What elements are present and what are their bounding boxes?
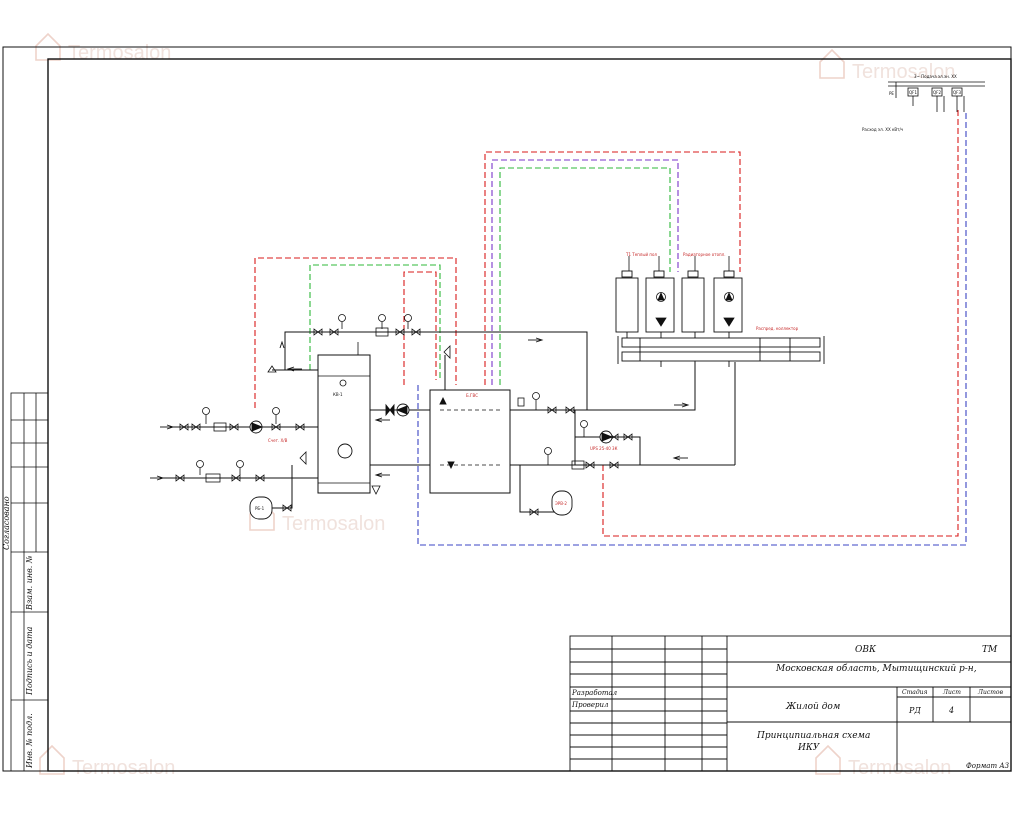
side-stamp-inv-repl: Взам. инв. № — [25, 556, 34, 611]
boiler — [317, 342, 371, 494]
blue-lines — [417, 112, 967, 546]
title-checked: Проверил — [571, 701, 608, 709]
expansion-vessel-left — [249, 496, 273, 520]
supply-lines — [254, 108, 959, 537]
valves — [175, 314, 633, 516]
piping — [160, 331, 736, 513]
breaker-qf3: QF3 — [953, 90, 961, 95]
electrical-pe: РЕ — [889, 91, 894, 96]
exp-vessel-left-tag: РБ-1 — [255, 506, 265, 511]
watermark-text: Termosalon — [848, 757, 951, 779]
watermark-text: Termosalon — [68, 42, 171, 64]
storage-tank — [429, 389, 511, 494]
boiler-tag: КВ-1 — [333, 392, 343, 397]
flow-arrows — [150, 337, 690, 481]
title-block — [569, 635, 1012, 772]
watermark-top-right: Termosalon — [819, 48, 955, 83]
collector-label: Распред. коллектор — [756, 326, 799, 331]
circuit-1-label: Т1 Теплый пол — [625, 252, 657, 257]
side-stamp-sign-date: Подпись и дата — [25, 626, 34, 696]
side-stamp-inv-orig: Инв. № подл. — [25, 713, 34, 769]
title-stage: РД — [908, 706, 921, 715]
side-stamp-agreed: Согласовано — [2, 496, 11, 550]
title-developed: Разработал — [571, 689, 617, 697]
title-format: Формат А3 — [966, 762, 1010, 770]
watermark-text: Termosalon — [72, 757, 175, 779]
distribution-modules — [615, 270, 743, 333]
title-sheet: 4 — [948, 706, 954, 715]
electrical-panel — [888, 81, 985, 112]
electrical-supply-label: 3~ Подача эл.эн. ХХ — [914, 74, 957, 79]
power-calc-label: Расход эл. ХХ кВт/ч — [862, 127, 903, 132]
watermark-bottom-left: Termosalon — [39, 744, 175, 779]
side-stamp — [10, 392, 49, 772]
circuit-2-label: Радиаторное отопл. — [683, 252, 725, 257]
title-mark: ТМ — [982, 645, 998, 655]
breaker-qf1: QF1 — [909, 90, 917, 95]
watermark-text: Termosalon — [282, 513, 385, 535]
collector — [617, 332, 825, 367]
breaker-qf2: QF2 — [933, 90, 941, 95]
return-lines — [491, 159, 679, 385]
exp-vessel-right-tag: ЭРВ-2 — [555, 501, 567, 506]
expansion-vessel-right — [551, 490, 573, 516]
title-sheet-header: Лист — [942, 689, 961, 696]
title-drawing-line1: Принципиальная схема — [756, 731, 870, 741]
watermark-house-icon — [39, 744, 65, 775]
watermark-house-icon — [819, 48, 845, 79]
module-pumps — [628, 256, 735, 327]
title-address: Московская область, Мытищинский р-н, — [775, 663, 977, 674]
meter-tag: Счет. Х/В — [268, 438, 288, 443]
tank-tag: Б.ГВС — [466, 393, 478, 398]
pump-tag-right: UPS 25-40 3К — [590, 446, 618, 451]
title-stage-header: Стадия — [902, 689, 928, 696]
title-drawing-line2: ИКУ — [797, 743, 821, 753]
title-company: ОВК — [855, 645, 877, 655]
watermark-text: Termosalon — [852, 61, 955, 83]
title-sheets-header: Листов — [977, 689, 1004, 696]
pumps — [249, 396, 614, 470]
watermark-house-icon — [35, 32, 61, 61]
watermark-bottom-right: Termosalon — [815, 744, 951, 779]
green-lines — [309, 167, 671, 385]
title-object: Жилой дом — [785, 702, 840, 712]
watermark-house-icon — [815, 744, 841, 775]
